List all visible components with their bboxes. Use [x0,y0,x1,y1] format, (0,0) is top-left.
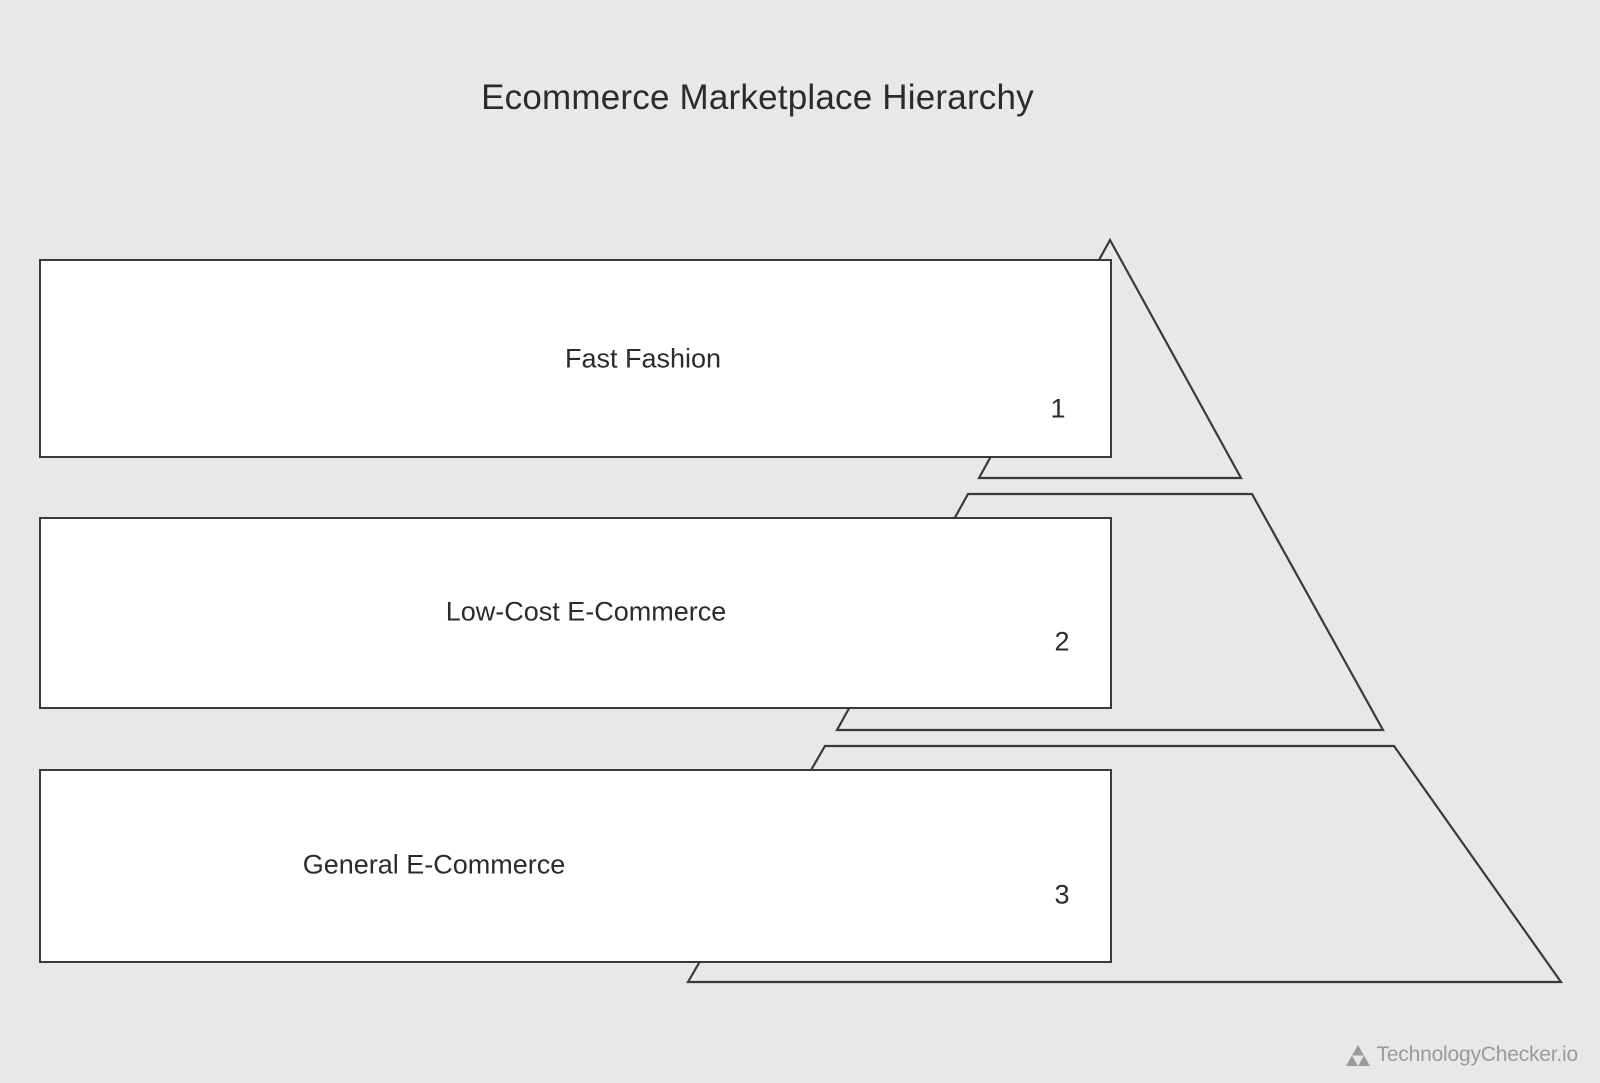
triangle-logo-icon [1345,1044,1370,1066]
tier-number-3: 3 [1054,879,1070,910]
page-title: Ecommerce Marketplace Hierarchy [481,78,1034,117]
tier-number-2: 2 [1054,626,1070,657]
tier-box-3[interactable] [39,769,1112,963]
watermark-text: TechnologyChecker.io [1376,1043,1579,1066]
tier-number-1: 1 [1050,393,1066,424]
watermark: TechnologyChecker.io [1345,1043,1579,1067]
tier-label-2: Low-Cost E-Commerce [445,596,727,627]
tier-box-1[interactable] [39,259,1112,458]
tier-label-3: General E-Commerce [302,849,566,880]
tier-label-1: Fast Fashion [564,343,722,374]
tier-box-2[interactable] [39,517,1112,709]
